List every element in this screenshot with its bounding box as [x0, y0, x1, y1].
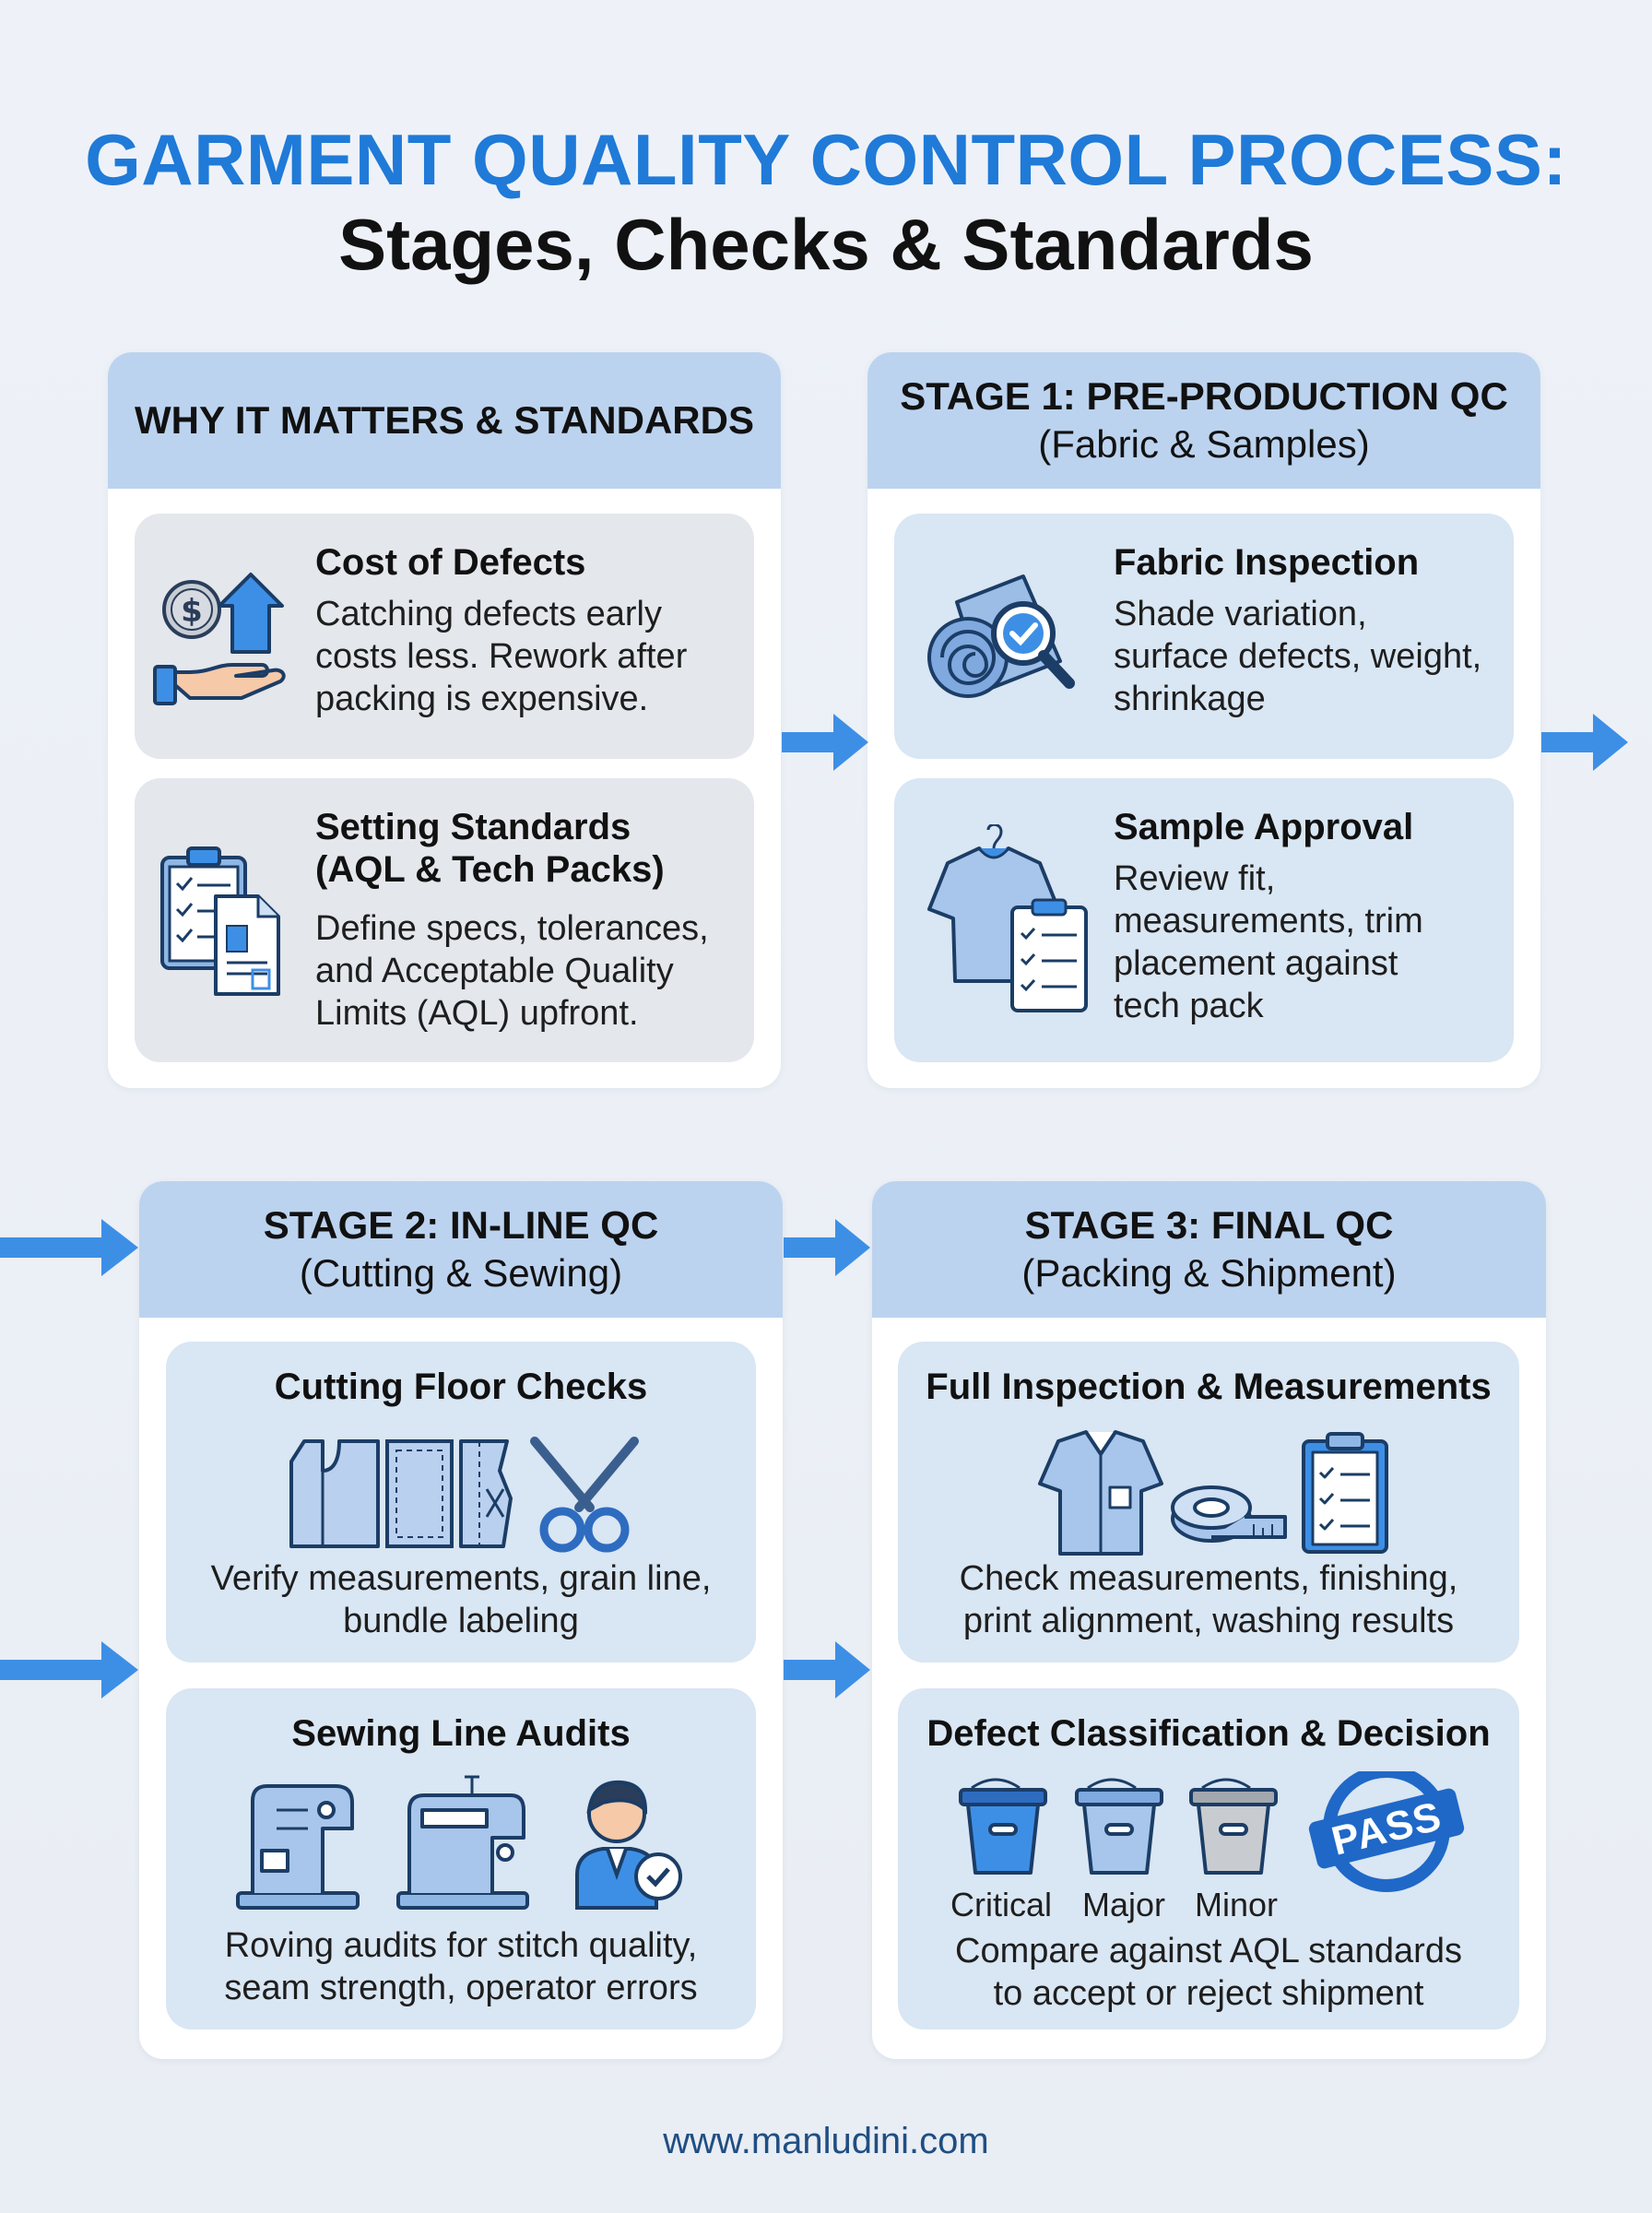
text-line: Define specs, tolerances, — [315, 909, 709, 948]
card-title: Defect Classification & Decision — [926, 1713, 1491, 1754]
bucket-label-major: Major — [1081, 1886, 1166, 1923]
card-full-inspection: Full Inspection & Measurements Check me — [898, 1342, 1519, 1663]
documents-icon — [160, 846, 280, 996]
text-line: Catching defects early — [315, 595, 662, 633]
text-line: Roving audits for stitch quality, — [224, 1926, 698, 1965]
fabric-roll-magnifier-icon — [927, 574, 1075, 698]
text-line: Verify measurements, grain line, — [210, 1559, 712, 1598]
panel-heading: STAGE 3: FINAL QC — [1024, 1203, 1394, 1247]
text-line: packing is expensive. — [315, 680, 649, 718]
footer-website[interactable]: www.manludini.com — [663, 2121, 989, 2161]
card-text: Shade variation, surface defects, weight… — [1114, 593, 1481, 720]
card-fabric-inspection: Fabric Inspection Shade variation, surfa… — [894, 514, 1514, 759]
card-cutting-floor-checks: Cutting Floor Checks Verify measurements… — [166, 1342, 756, 1663]
card-sewing-line-audits: Sewing Line Audits — [166, 1688, 756, 2030]
bucket-label-minor: Minor — [1194, 1886, 1279, 1923]
card-text: Define specs, tolerances, and Acceptable… — [315, 907, 709, 1035]
arrow-right-icon — [0, 1641, 138, 1698]
text-line: surface defects, weight, — [1114, 637, 1482, 676]
arrow-right-icon — [782, 714, 868, 771]
card-text: Verify measurements, grain line, bundle … — [166, 1557, 756, 1642]
panel-heading: STAGE 2: IN-LINE QC — [263, 1203, 659, 1247]
card-text: Check measurements, finishing, print ali… — [898, 1557, 1519, 1642]
card-title: Setting Standards (AQL & Tech Packs) — [315, 806, 665, 891]
title-line: (AQL & Tech Packs) — [315, 849, 665, 890]
card-text: Compare against AQL standards to accept … — [898, 1930, 1519, 2015]
arrow-right-icon — [784, 1219, 870, 1276]
card-title: Full Inspection & Measurements — [926, 1367, 1492, 1407]
card-title: Sample Approval — [1114, 807, 1414, 847]
text-line: shrinkage — [1114, 680, 1266, 718]
text-line: Check measurements, finishing, — [959, 1559, 1458, 1598]
text-line: to accept or reject shipment — [993, 1974, 1424, 2013]
arrow-right-icon — [0, 1219, 138, 1276]
card-defect-classification: Defect Classification & Decision — [898, 1688, 1519, 2030]
buckets-pass-stamp-icon — [959, 1771, 1465, 1892]
panel-stage-1: STAGE 1: PRE-PRODUCTION QC (Fabric & Sam… — [867, 352, 1540, 1088]
card-text: Review fit, measurements, trim placement… — [1114, 858, 1423, 1027]
text-line: bundle labeling — [343, 1602, 579, 1640]
text-line: Limits (AQL) upfront. — [315, 994, 639, 1033]
text-line: Review fit, — [1114, 859, 1276, 898]
text-line: tech pack — [1114, 987, 1264, 1025]
arrow-right-icon — [784, 1641, 870, 1698]
card-sample-approval: Sample Approval Review fit, measurements… — [894, 778, 1514, 1062]
pattern-scissors-icon — [289, 1437, 639, 1553]
panel-heading: WHY IT MATTERS & STANDARDS — [135, 398, 754, 442]
shirt-tape-clipboard-icon — [1038, 1430, 1388, 1556]
svg-text:$: $ — [181, 593, 203, 630]
card-setting-standards: Setting Standards (AQL & Tech Packs) Def… — [135, 778, 754, 1062]
cost-savings-icon: $ — [153, 573, 286, 705]
panel-stage-3: STAGE 3: FINAL QC (Packing & Shipment) F… — [872, 1181, 1546, 2059]
panel-subheading: (Cutting & Sewing) — [299, 1251, 623, 1295]
text-line: seam strength, operator errors — [224, 1969, 698, 2007]
arrow-right-icon — [1541, 714, 1628, 771]
panel-header: WHY IT MATTERS & STANDARDS — [108, 352, 781, 489]
card-title: Cost of Defects — [315, 542, 586, 583]
panel-heading: STAGE 1: PRE-PRODUCTION QC — [900, 374, 1508, 418]
card-cost-of-defects: $ Cost of Defects Catching defects early… — [135, 514, 754, 759]
tshirt-clipboard-icon — [927, 824, 1088, 1012]
page-subtitle: Stages, Checks & Standards — [338, 204, 1314, 285]
panel-why-it-matters: WHY IT MATTERS & STANDARDS $ Cost of Def… — [108, 352, 781, 1088]
panel-stage-2: STAGE 2: IN-LINE QC (Cutting & Sewing) C… — [139, 1181, 783, 2059]
panel-subheading: (Packing & Shipment) — [1021, 1251, 1397, 1295]
card-title: Sewing Line Audits — [291, 1713, 631, 1754]
text-line: measurements, trim — [1114, 902, 1423, 941]
panel-header: STAGE 3: FINAL QC (Packing & Shipment) — [872, 1181, 1546, 1318]
page-title: GARMENT QUALITY CONTROL PROCESS: — [85, 119, 1567, 200]
panel-header: STAGE 2: IN-LINE QC (Cutting & Sewing) — [139, 1181, 783, 1318]
text-line: costs less. Rework after — [315, 637, 688, 676]
panel-header: STAGE 1: PRE-PRODUCTION QC (Fabric & Sam… — [867, 352, 1540, 489]
text-line: and Acceptable Quality — [315, 952, 674, 990]
text-line: print alignment, washing results — [962, 1602, 1455, 1640]
text-line: Shade variation, — [1114, 595, 1367, 633]
card-title: Fabric Inspection — [1114, 542, 1420, 583]
bucket-label-critical: Critical — [950, 1886, 1052, 1923]
panel-subheading: (Fabric & Samples) — [1038, 422, 1370, 466]
card-title: Cutting Floor Checks — [274, 1367, 648, 1407]
text-line: placement against — [1114, 944, 1398, 983]
card-text: Roving audits for stitch quality, seam s… — [166, 1924, 756, 2009]
card-text: Catching defects early costs less. Rewor… — [315, 593, 687, 720]
text-line: Compare against AQL standards — [955, 1932, 1462, 1970]
sewing-machine-operator-icon — [236, 1775, 682, 1910]
title-line: Setting Standards — [315, 807, 631, 847]
